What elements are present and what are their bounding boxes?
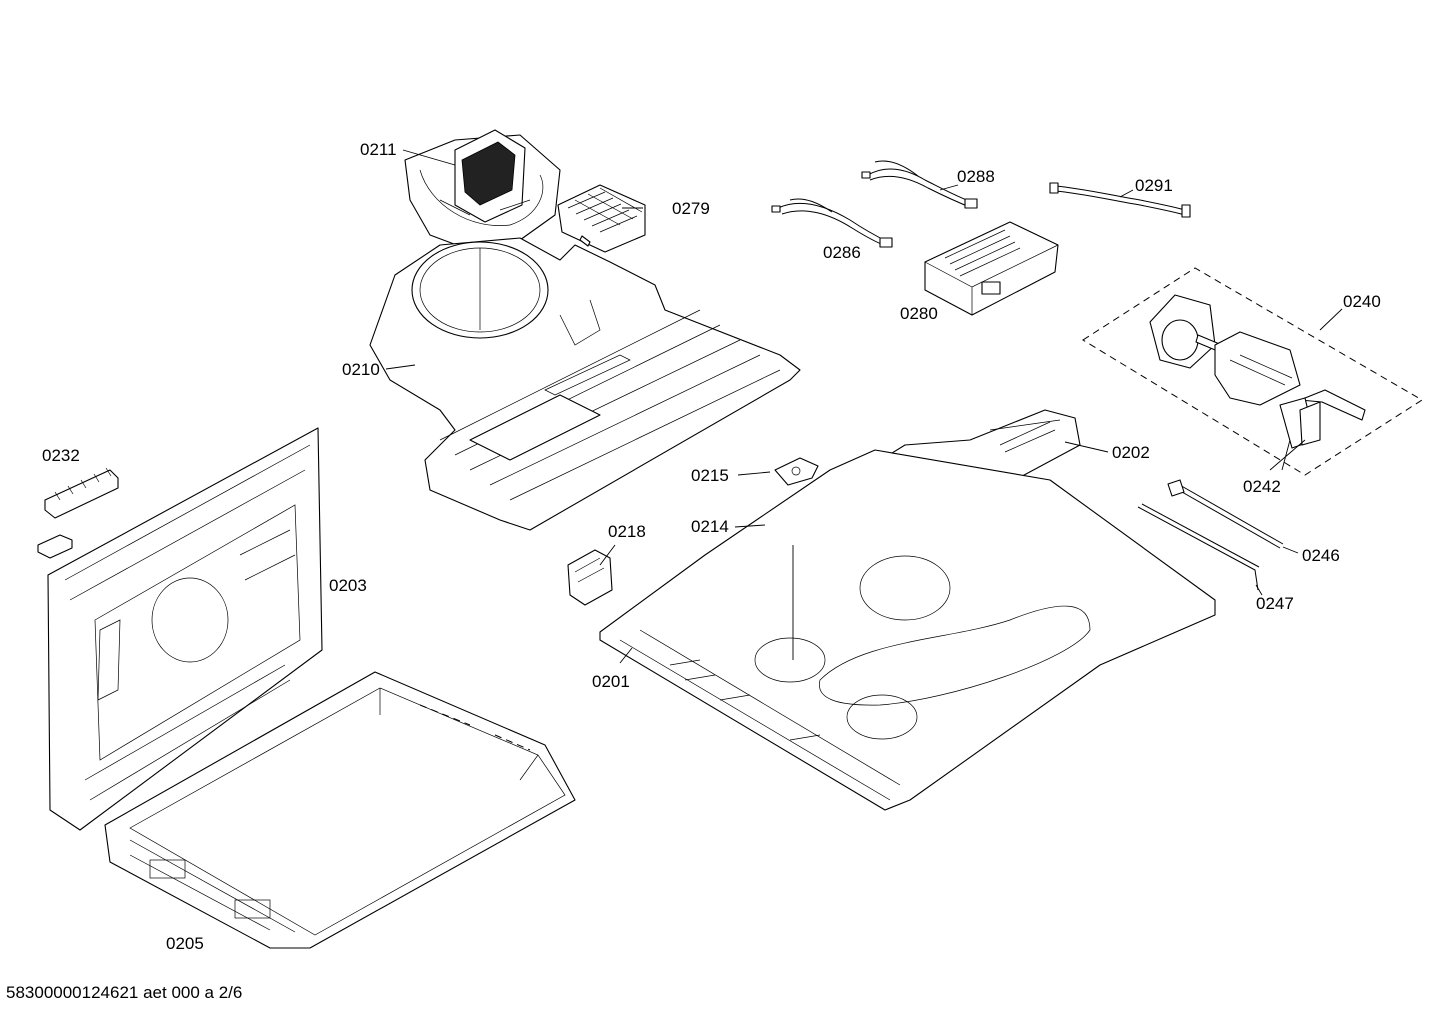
part-label-0291: 0291 <box>1135 176 1173 195</box>
part-label-0247: 0247 <box>1256 594 1294 613</box>
part-label-0242: 0242 <box>1243 477 1281 496</box>
part-label-0205: 0205 <box>166 934 204 953</box>
part-label-0215: 0215 <box>691 466 729 485</box>
part-label-0240: 0240 <box>1343 292 1381 311</box>
document-reference: 58300000124621 aet 000 a 2/6 <box>6 983 243 1002</box>
part-label-0280: 0280 <box>900 304 938 323</box>
part-label-0214: 0214 <box>691 517 729 536</box>
terminal-block <box>37 467 119 559</box>
rod-0246 <box>1167 479 1284 549</box>
base-plate <box>599 449 1216 811</box>
rod-0247 <box>1137 503 1260 591</box>
part-label-0202: 0202 <box>1112 443 1150 462</box>
fan-motor-assembly <box>404 129 561 251</box>
small-bracket <box>774 457 819 486</box>
back-panel <box>47 427 323 831</box>
part-label-0210: 0210 <box>342 360 380 379</box>
heater-element-block <box>557 184 646 253</box>
part-label-0288: 0288 <box>957 167 995 186</box>
component-group-0240 <box>1082 267 1423 476</box>
tray-frame <box>104 671 576 949</box>
electronic-control-module <box>924 221 1059 316</box>
fan-housing-duct <box>369 237 801 531</box>
part-label-0286: 0286 <box>823 243 861 262</box>
wire-harness-0286 <box>771 198 893 248</box>
part-label-0246: 0246 <box>1302 546 1340 565</box>
part-label-0218: 0218 <box>608 522 646 541</box>
wire-harness-0288 <box>861 160 978 209</box>
leader-lines <box>385 149 1343 664</box>
part-label-0279: 0279 <box>672 199 710 218</box>
part-label-0232: 0232 <box>42 446 80 465</box>
part-label-0201: 0201 <box>592 672 630 691</box>
ribbon-cable <box>1049 182 1191 218</box>
part-label-0203: 0203 <box>329 576 367 595</box>
part-label-0211: 0211 <box>360 140 397 159</box>
